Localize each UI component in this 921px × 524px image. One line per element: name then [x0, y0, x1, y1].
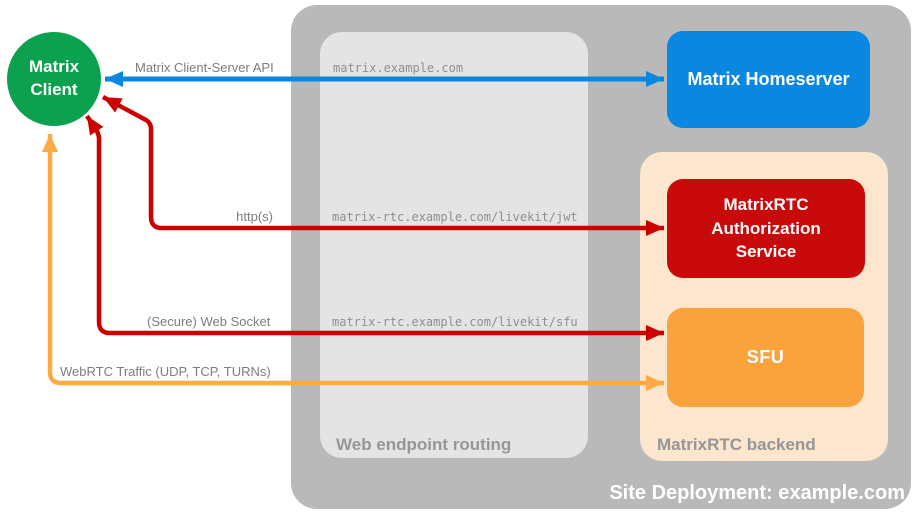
site-deployment-label: Site Deployment: example.com [609, 482, 905, 504]
sfu-node: SFU [667, 308, 864, 407]
websocket-label: (Secure) Web Socket [147, 314, 271, 329]
homeserver-route-url: matrix.example.com [333, 61, 464, 75]
matrix-client-label: Matrix Client [28, 57, 80, 99]
webrtc-traffic-label: WebRTC Traffic (UDP, TCP, TURNs) [60, 364, 271, 379]
matrix-client-node: Matrix Client [7, 32, 101, 126]
web-endpoint-routing-label: Web endpoint routing [336, 435, 512, 454]
matrix-homeserver-node: Matrix Homeserver [667, 31, 870, 128]
matrix-homeserver-label: Matrix Homeserver [687, 69, 850, 89]
client-server-api-label: Matrix Client-Server API [135, 60, 274, 75]
jwt-route-url: matrix-rtc.example.com/livekit/jwt [332, 210, 578, 224]
web-endpoint-routing-container [320, 32, 588, 458]
matrixrtc-backend-label: MatrixRTC backend [657, 435, 816, 454]
matrixrtc-authorization-service-label: MatrixRTC Authorization Service [711, 195, 821, 262]
https-label: http(s) [236, 209, 273, 224]
matrixrtc-authorization-service-node: MatrixRTC Authorization Service [667, 179, 865, 278]
sfu-label: SFU [746, 347, 785, 367]
sfu-route-url: matrix-rtc.example.com/livekit/sfu [332, 315, 578, 329]
